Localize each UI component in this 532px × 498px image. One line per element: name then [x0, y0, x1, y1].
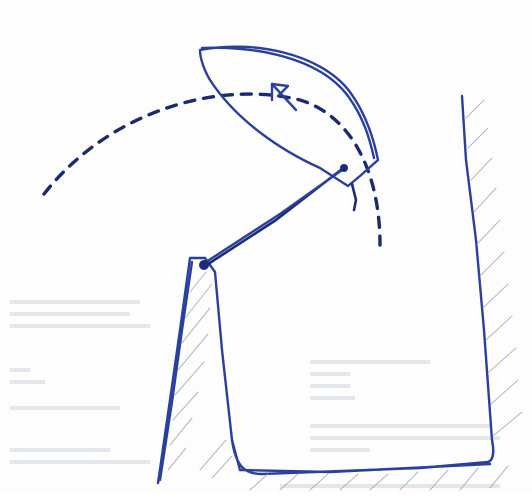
left-pillar-hatching [167, 271, 233, 479]
pivot-point [199, 260, 209, 270]
left-pillar [156, 256, 242, 485]
floor-and-right-wall [230, 94, 523, 491]
faint-background-marks [10, 300, 500, 488]
right-wall-hatching [465, 99, 523, 437]
joint-point [340, 164, 348, 172]
swing-trajectory-arc [42, 92, 382, 247]
direction-arrow [270, 82, 298, 112]
leaf-shaped-body [198, 45, 380, 212]
lever-arm [199, 164, 348, 270]
floor-hatching [249, 465, 509, 491]
